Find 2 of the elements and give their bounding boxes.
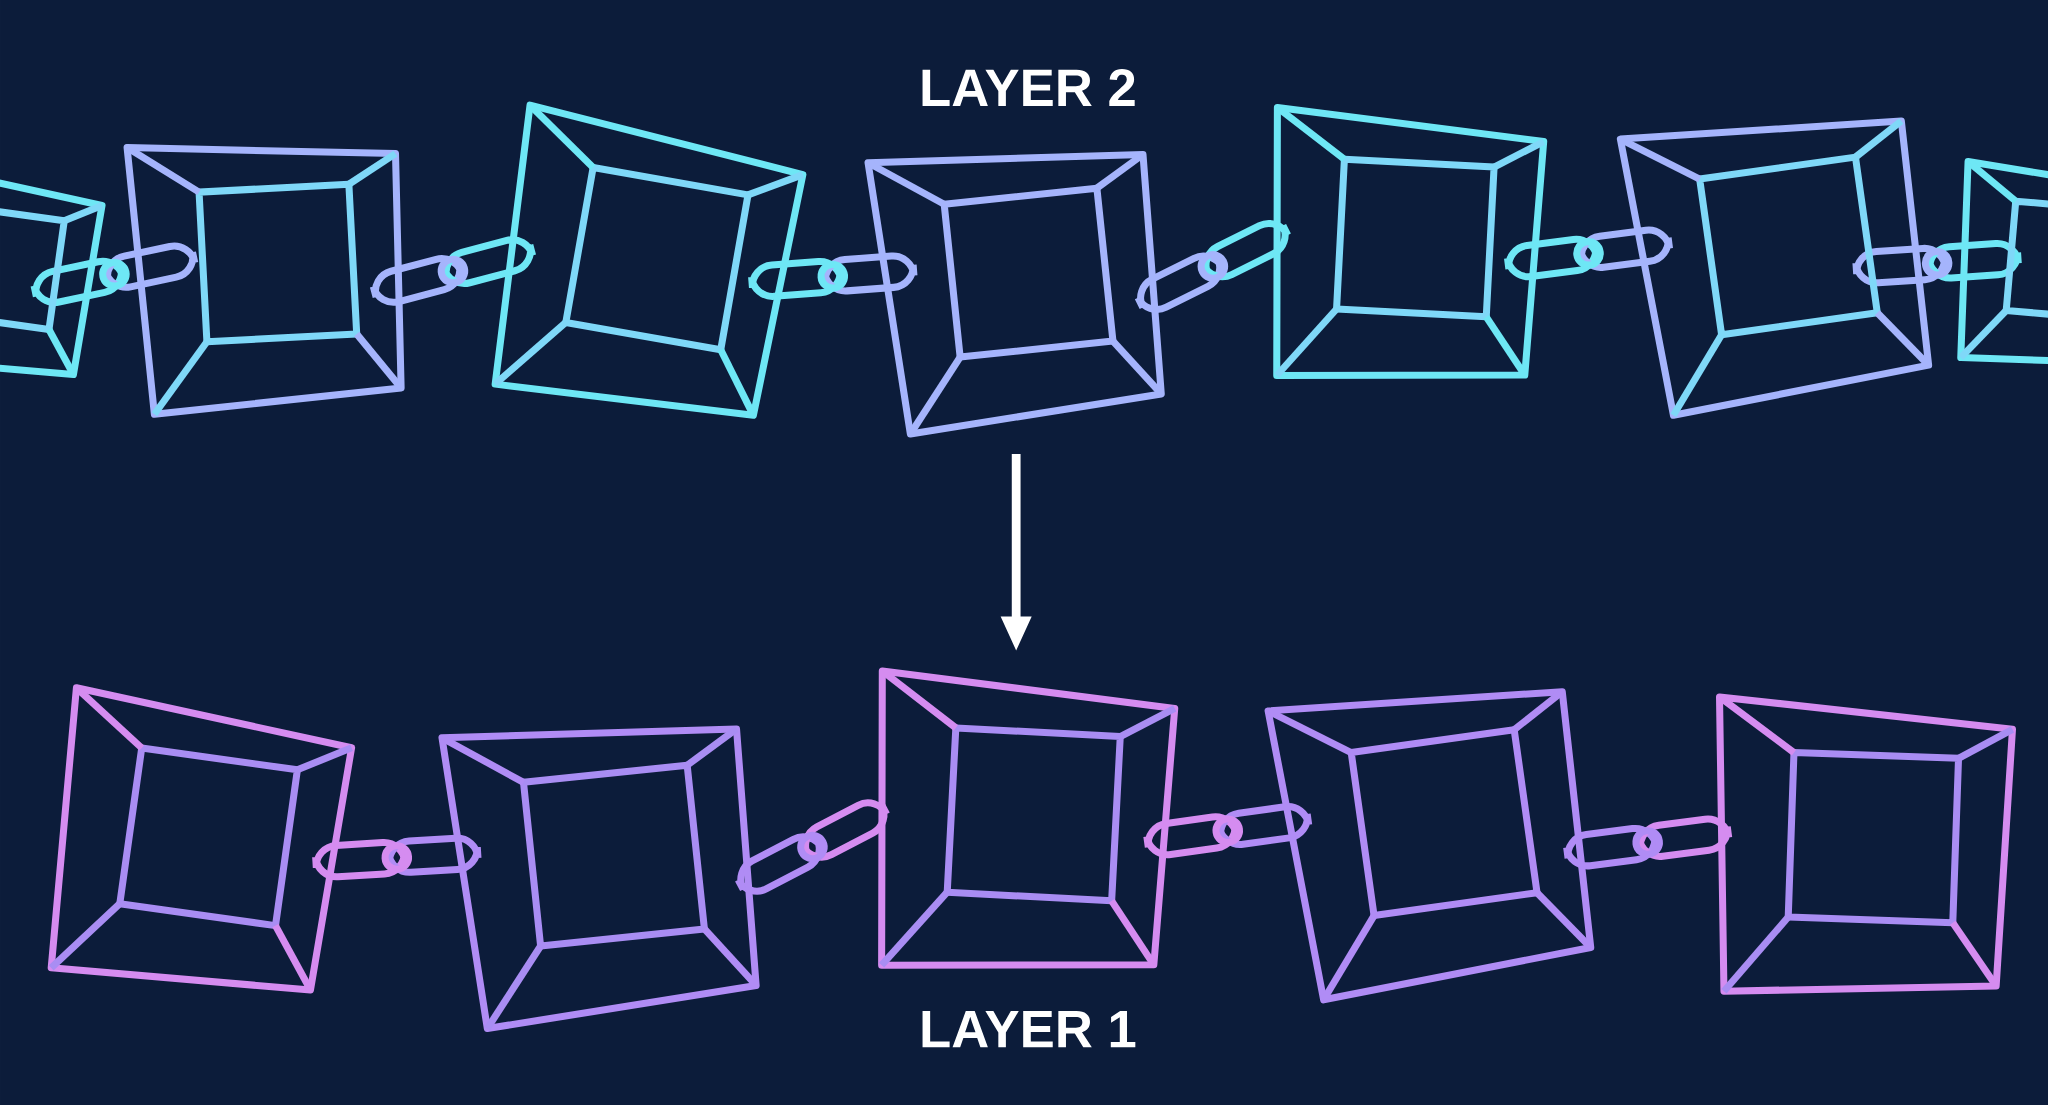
layer-heading: LAYER 1 — [922, 1011, 1136, 1048]
layer-heading: LAYER 2 — [922, 69, 1135, 106]
